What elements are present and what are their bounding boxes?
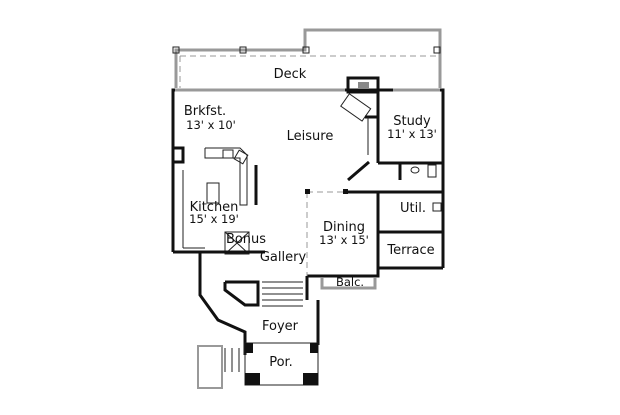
room-label-kitchen: Kitchen (190, 200, 239, 215)
room-label-bonus: Bonus (226, 232, 266, 247)
kitchen-counters (171, 146, 258, 249)
fireplace (340, 76, 380, 122)
room-size-study: 11' x 13' (387, 127, 437, 141)
room-size-kitchen: 15' x 19' (189, 212, 239, 226)
bathroom-fixtures (410, 164, 442, 212)
balcony-outline (320, 278, 377, 290)
room-label-balcony: Balc. (336, 275, 364, 289)
stairs (198, 231, 320, 355)
room-label-foyer: Foyer (262, 319, 299, 334)
room-label-porch: Por. (269, 355, 293, 370)
room-label-dining: Dining (323, 220, 365, 235)
deck-outline (172, 28, 442, 88)
room-label-utility: Util. (400, 201, 426, 216)
room-label-deck: Deck (274, 67, 307, 82)
room-label-terrace: Terrace (386, 243, 434, 258)
room-size-breakfast: 13' x 10' (186, 118, 236, 132)
room-label-study: Study (393, 114, 431, 129)
exterior-walls (171, 88, 445, 278)
room-size-dining: 13' x 15' (319, 233, 369, 247)
room-label-breakfast: Brkfst. (184, 104, 226, 119)
porch-outline (197, 342, 319, 389)
room-label-leisure: Leisure (287, 129, 334, 144)
room-label-gallery: Gallery (260, 250, 307, 265)
interior-walls (305, 90, 443, 276)
